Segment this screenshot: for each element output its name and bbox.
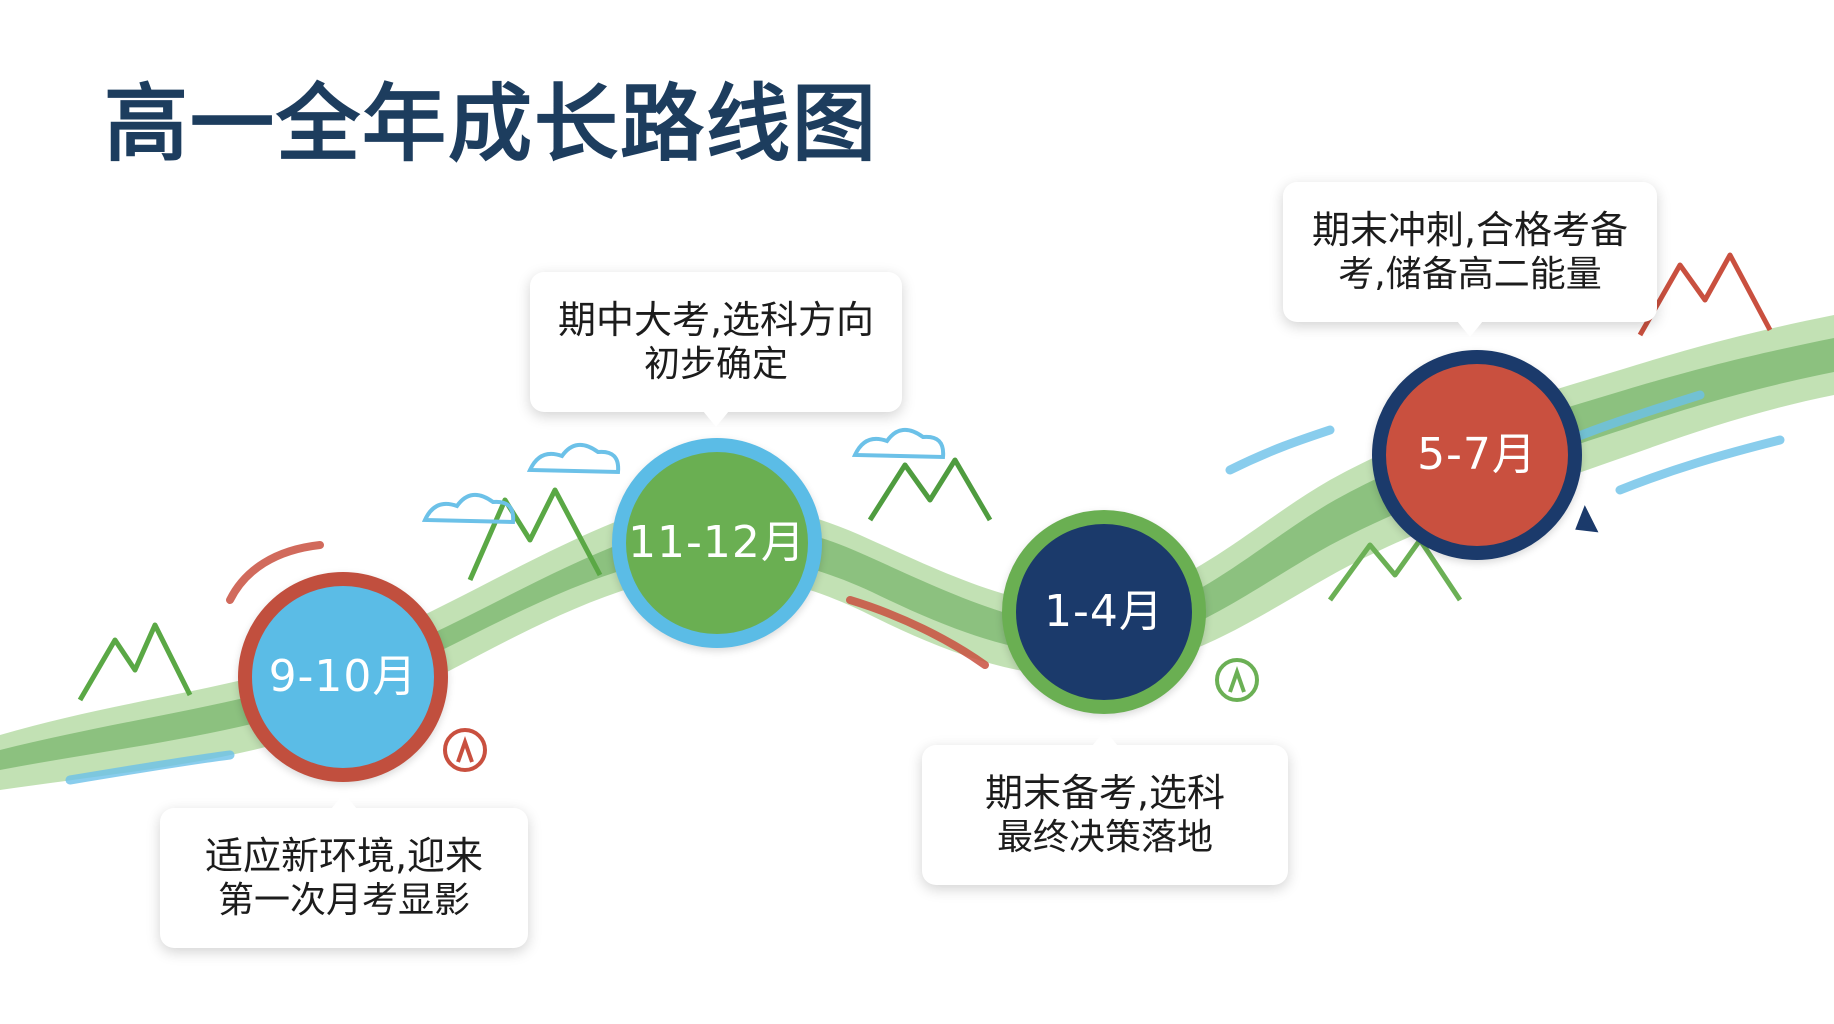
milestone-text-2b: 初步确定 — [643, 344, 788, 386]
milestone-text-4a: 期末冲刺,合格考备 — [1311, 207, 1629, 252]
milestone-description-4: 期末冲刺,合格考备 考,储备高二能量 — [1283, 182, 1657, 337]
milestone-node-2: 11-12月 — [612, 438, 822, 648]
milestone-text-1a: 适应新环境,迎来 — [204, 833, 484, 878]
compass-icon — [443, 505, 1599, 772]
watercolor-path — [0, 315, 1834, 790]
milestone-text-4b: 考,储备高二能量 — [1338, 254, 1602, 296]
milestone-node-3: 1-4月 — [1002, 510, 1206, 714]
mountain-icon — [77, 252, 1773, 702]
milestone-period-2: 11-12月 — [628, 517, 806, 568]
red-arcs — [226, 541, 989, 669]
milestone-period-3: 1-4月 — [1044, 586, 1164, 637]
cloud-icon — [421, 428, 946, 525]
milestone-description-1: 适应新环境,迎来 第一次月考显影 — [160, 793, 528, 948]
milestone-description-2: 期中大考,选科方向 初步确定 — [530, 272, 902, 427]
milestone-description-3: 期末备考,选科 最终决策落地 — [922, 730, 1288, 885]
page-title: 高一全年成长路线图 — [104, 75, 879, 173]
milestone-text-1b: 第一次月考显影 — [217, 880, 470, 922]
milestone-period-4: 5-7月 — [1417, 429, 1537, 480]
milestone-period-1: 9-10月 — [268, 651, 418, 702]
milestone-node-1: 9-10月 — [238, 572, 448, 782]
milestone-text-2a: 期中大考,选科方向 — [557, 297, 875, 342]
milestone-text-3b: 最终决策落地 — [996, 817, 1213, 859]
milestone-text-3a: 期末备考,选科 — [984, 770, 1226, 815]
milestone-node-4: 5-7月 — [1372, 350, 1582, 560]
